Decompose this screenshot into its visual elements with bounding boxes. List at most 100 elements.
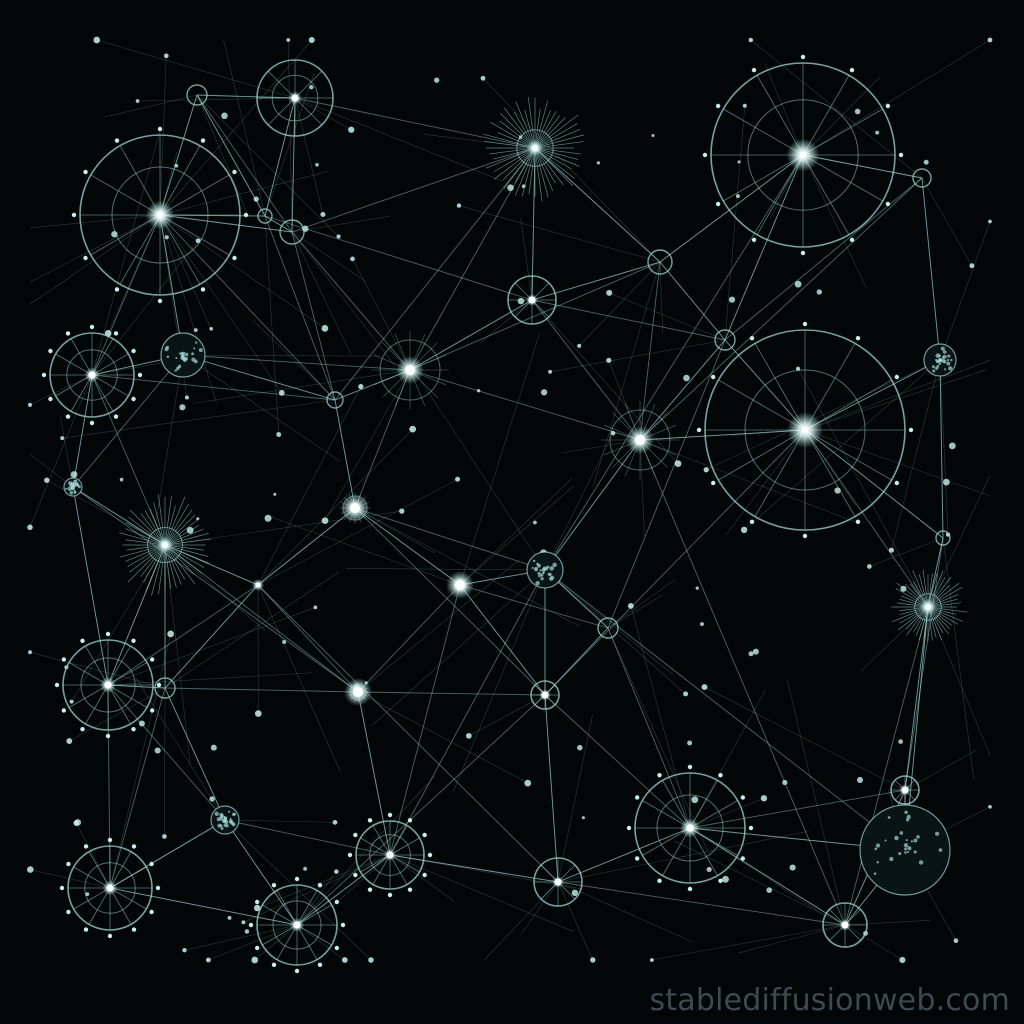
node-tip-dot	[855, 336, 861, 341]
end-dot	[205, 957, 211, 963]
network-node	[326, 391, 344, 409]
cluster-grain	[191, 352, 195, 356]
connection-line	[389, 584, 461, 856]
web-strand	[291, 231, 396, 366]
small-ring	[935, 530, 951, 546]
network-node	[822, 902, 868, 948]
burst-ray	[164, 496, 172, 546]
connection-line	[159, 214, 293, 233]
web-strand	[196, 94, 247, 212]
web-strand	[159, 171, 328, 216]
web-strand	[164, 544, 266, 632]
end-dot	[649, 958, 654, 962]
scatter-dot	[517, 297, 525, 305]
network-node	[696, 321, 914, 539]
web-strand	[453, 569, 546, 792]
web-strand	[389, 854, 455, 902]
cluster-grain	[542, 571, 545, 575]
web-strand	[352, 258, 411, 371]
node-tip-dot	[718, 772, 723, 778]
scatter-dot	[816, 289, 822, 295]
node-tip-dot	[800, 54, 806, 60]
node-tip-dot	[696, 427, 702, 433]
cluster-grain	[874, 847, 878, 851]
burst-ray	[503, 147, 536, 189]
web-strand	[459, 485, 575, 586]
cluster-grain	[899, 831, 904, 835]
connection-line	[224, 819, 298, 926]
end-dot	[66, 738, 73, 744]
scattered-dots	[27, 36, 993, 964]
connection-line	[844, 606, 929, 926]
web-strand	[544, 433, 614, 571]
cluster-grain	[174, 369, 177, 372]
network-node	[891, 569, 968, 642]
end-dot	[209, 326, 214, 331]
connection-line	[531, 147, 536, 301]
connection-line	[354, 507, 546, 571]
cluster-grain	[178, 352, 181, 355]
web-strand	[91, 127, 162, 376]
connection-line	[354, 507, 461, 586]
web-strand	[804, 429, 991, 497]
node-tip-dot	[271, 882, 277, 888]
cluster-grain	[942, 354, 947, 359]
end-dot	[60, 436, 65, 441]
connection-line	[459, 584, 546, 696]
connection-line	[639, 261, 661, 441]
web-strand	[107, 672, 313, 686]
node-tip-dot	[66, 861, 71, 867]
node-core	[104, 681, 112, 689]
web-strand	[557, 881, 693, 943]
web-strand	[608, 360, 641, 441]
node-tip-dot	[715, 201, 721, 207]
scatter-dot	[706, 866, 712, 872]
scatter-dot	[581, 816, 585, 820]
node-tip-dot	[80, 726, 85, 732]
node-tip-dot	[387, 812, 393, 818]
node-tip-dot	[751, 67, 757, 73]
node-core	[528, 296, 536, 304]
cluster-grain	[875, 843, 881, 848]
cluster-grain	[946, 361, 951, 366]
node-tip-dot	[294, 968, 300, 974]
cluster-grain	[916, 835, 920, 839]
scatter-dot	[164, 235, 169, 240]
node-tip-dot	[54, 682, 60, 688]
node-tip-dot	[89, 324, 95, 330]
web-strand	[155, 354, 184, 521]
connection-line	[264, 215, 293, 233]
web-strand	[60, 416, 74, 488]
node-tip-dot	[634, 795, 640, 800]
connection-line	[264, 215, 533, 301]
node-tip-dot	[157, 126, 163, 132]
end-dot	[969, 263, 975, 269]
web-strand	[254, 924, 298, 961]
scatter-dot	[728, 296, 736, 303]
connection-line	[164, 687, 359, 693]
connection-line	[804, 429, 944, 539]
node-tip-dot	[71, 212, 77, 218]
node-tip-dot	[802, 321, 808, 327]
connection-line	[531, 299, 641, 441]
cluster-grain	[913, 838, 918, 843]
connection-line	[109, 887, 298, 926]
node-tip-dot	[131, 638, 136, 644]
web-strand	[804, 360, 991, 431]
web-strand	[159, 214, 326, 329]
node-tip-dot	[711, 374, 716, 380]
scatter-dot	[179, 404, 186, 411]
scatter-dot	[70, 471, 78, 478]
web-strand	[264, 73, 315, 217]
scatter-dot	[303, 866, 307, 871]
connection-line	[409, 369, 641, 441]
connection-line	[264, 215, 293, 233]
node-tip-dot	[407, 887, 413, 892]
cluster-grain	[538, 574, 541, 578]
end-dot	[254, 710, 262, 717]
web-strand	[294, 97, 503, 182]
web-strand	[257, 478, 458, 586]
cluster-grain	[72, 480, 77, 484]
web-strand	[291, 231, 352, 355]
web-strand	[787, 679, 846, 926]
